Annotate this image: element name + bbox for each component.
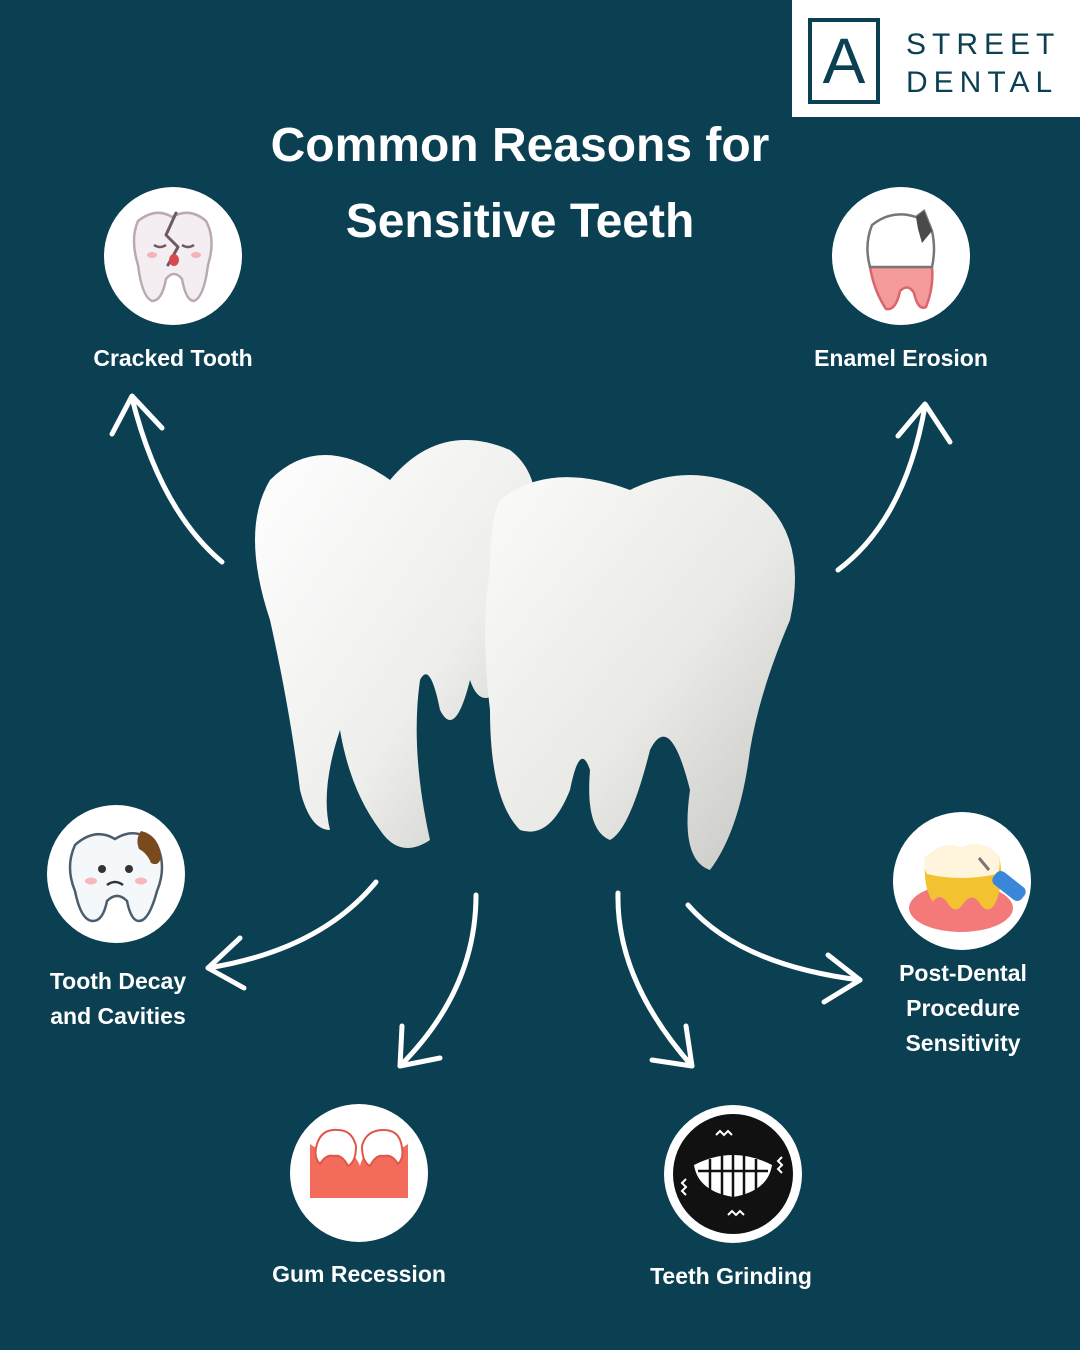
enamel-erosion-icon xyxy=(866,209,936,311)
page-title: Common Reasons for Sensitive Teeth xyxy=(180,108,860,260)
title-line1: Common Reasons for xyxy=(270,119,770,172)
dental-procedure-label-line2: Procedure xyxy=(906,995,1020,1021)
arrow-cracked xyxy=(129,395,225,565)
cracked-tooth-label: Cracked Tooth xyxy=(93,345,253,371)
dental-procedure-label: Post-Dental Procedure Sensitivity xyxy=(868,956,1058,1061)
gum-recession-icon xyxy=(310,1128,408,1198)
back-molar xyxy=(255,440,537,848)
tooth-decay-circle xyxy=(47,805,185,943)
logo-text-line1: STREET xyxy=(906,28,1061,61)
gum-recession-circle xyxy=(290,1104,428,1242)
arrow-gum xyxy=(397,892,479,1069)
dental-procedure-label-line3: Sensitivity xyxy=(905,1030,1021,1056)
teeth-grinding-label: Teeth Grinding xyxy=(650,1263,812,1289)
arrow-grinding xyxy=(615,890,695,1069)
arrow-post xyxy=(685,902,863,983)
dental-procedure-label-line1: Post-Dental xyxy=(899,960,1027,986)
arrow-enamel xyxy=(835,403,928,573)
enamel-erosion-label: Enamel Erosion xyxy=(814,345,988,371)
cracked-tooth-circle xyxy=(104,187,242,325)
teeth-grinding-circle xyxy=(664,1105,802,1243)
teeth-grinding-icon xyxy=(673,1114,793,1234)
brand-logo: A STREET DENTAL xyxy=(792,0,1080,117)
logo-mark: A xyxy=(808,18,880,104)
tooth-decay-label-line2: and Cavities xyxy=(50,1003,186,1029)
gum-recession-label: Gum Recession xyxy=(272,1261,446,1287)
enamel-erosion-circle xyxy=(832,187,970,325)
arrow-decay xyxy=(205,879,379,971)
logo-text-line2: DENTAL xyxy=(906,66,1059,99)
title-line2: Sensitive Teeth xyxy=(345,195,695,248)
dental-procedure-icon xyxy=(909,844,1026,932)
front-molar xyxy=(485,475,795,870)
cracked-tooth-icon xyxy=(132,211,213,303)
dental-procedure-circle xyxy=(893,812,1031,950)
molar-teeth-illustration xyxy=(255,440,795,870)
tooth-decay-icon xyxy=(68,831,164,923)
tooth-decay-label-line1: Tooth Decay xyxy=(49,968,187,994)
tooth-decay-label: Tooth Decay and Cavities xyxy=(25,964,211,1034)
